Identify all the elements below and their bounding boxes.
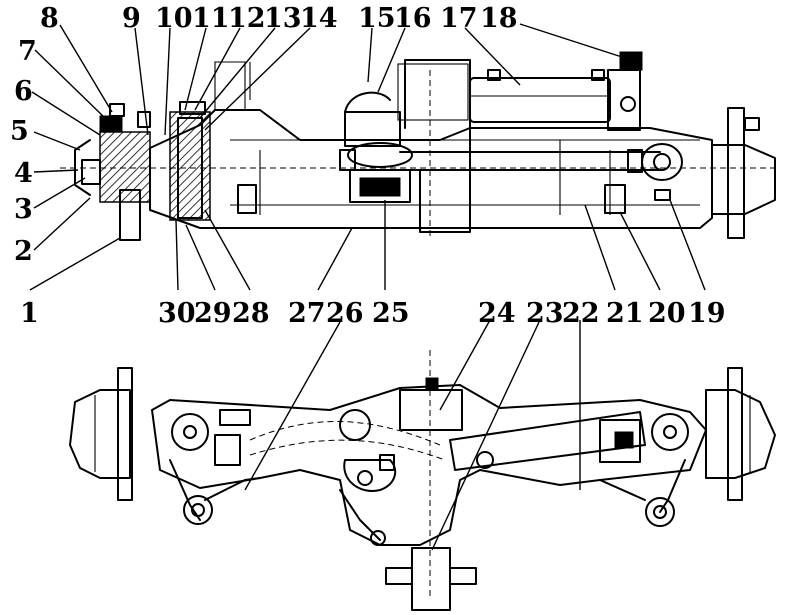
callout-6: 6: [14, 76, 33, 107]
callout-17: 17: [440, 3, 478, 34]
callout-3: 3: [14, 194, 33, 225]
center-housing: [404, 59, 471, 233]
right-wheel-hub: [705, 389, 776, 479]
callout-11: 11: [192, 3, 230, 34]
callout-10: 10: [155, 3, 193, 34]
callout-22: 22: [562, 298, 600, 329]
axle-side-view: [60, 51, 780, 241]
callout-27: 27: [288, 298, 326, 329]
callout-4: 4: [14, 158, 33, 189]
callout-20: 20: [648, 298, 686, 329]
callout-12: 12: [228, 3, 266, 34]
callout-26: 26: [326, 298, 364, 329]
steering-cylinder: [469, 77, 611, 123]
callout-29: 29: [194, 298, 232, 329]
callout-7: 7: [18, 36, 37, 67]
callout-2: 2: [14, 236, 33, 267]
callout-9: 9: [122, 3, 141, 34]
callout-21: 21: [606, 298, 644, 329]
left-wheel-hub: [69, 389, 131, 479]
callout-13: 13: [264, 3, 302, 34]
callout-15: 15: [358, 3, 396, 34]
leader-lines: [29, 23, 706, 551]
callout-16: 16: [394, 3, 432, 34]
callout-numbers: 8 9 10 11 12 13 14 15 16 17 18 7 6 5 4 3…: [10, 3, 726, 329]
axle-plan-view: [69, 350, 776, 611]
axle-beam: [149, 109, 713, 229]
king-pin-section: [169, 111, 211, 221]
callout-5: 5: [10, 116, 29, 147]
callout-23: 23: [526, 298, 564, 329]
callout-1: 1: [20, 298, 39, 329]
callout-30: 30: [158, 298, 196, 329]
callout-25: 25: [372, 298, 410, 329]
pivot-block: [399, 389, 463, 431]
callout-8: 8: [40, 3, 59, 34]
callout-19: 19: [688, 298, 726, 329]
callout-24: 24: [478, 298, 516, 329]
axle-frame: [151, 384, 707, 546]
bottom-bracket: [411, 547, 451, 611]
callout-14: 14: [300, 3, 338, 34]
callout-28: 28: [232, 298, 270, 329]
callout-18: 18: [480, 3, 518, 34]
